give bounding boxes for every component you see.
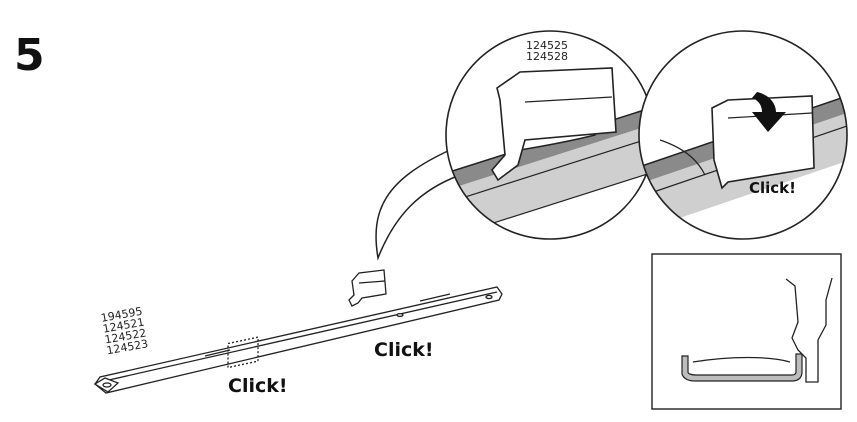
click-label-main: Click! <box>374 339 434 361</box>
detail-code: 124528 <box>526 50 568 63</box>
detail-circle-align <box>446 31 654 239</box>
click-label-left: Click! <box>228 375 288 397</box>
rail-part-codes: 194595 124521 124522 124523 <box>100 305 149 358</box>
rail-assembly <box>93 269 503 394</box>
detail-circle-press <box>639 31 847 239</box>
callout-tail <box>375 148 461 261</box>
click-label-detail: Click! <box>749 179 796 197</box>
detail-code: 124525 <box>526 39 568 52</box>
arrow-down-icon <box>752 92 786 132</box>
step-number: 5 <box>14 30 45 81</box>
cross-section-inset <box>651 253 842 410</box>
detail-part-codes: 124525 124528 <box>526 40 568 62</box>
